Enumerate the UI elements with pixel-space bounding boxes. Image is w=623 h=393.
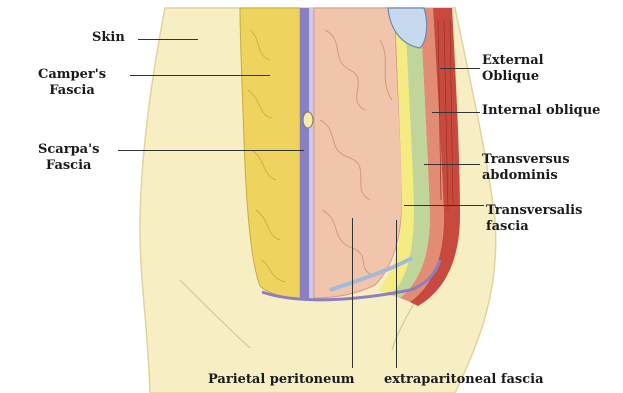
intestines — [314, 8, 402, 298]
skin-label: Skin — [92, 30, 125, 46]
internal-oblique-leader — [432, 112, 480, 113]
internal-oblique-label: Internal oblique — [482, 103, 600, 119]
scarpas-leader — [118, 150, 304, 151]
campers-leader — [130, 75, 270, 76]
extraperitoneal-leader — [396, 220, 397, 368]
extraperitoneal-fascia-label: extraparitoneal fascia — [384, 372, 544, 388]
transversalis-fascia-label: Transversalis fascia — [486, 203, 582, 235]
umbilicus — [303, 112, 313, 128]
parietal-peritoneum-label: Parietal peritoneum — [208, 372, 355, 388]
campers-fascia-label: Camper's Fascia — [38, 67, 106, 99]
skin-leader — [138, 39, 198, 40]
external-oblique-label: External Oblique — [482, 53, 544, 85]
transversus-abdominis-label: Transversus abdominis — [482, 152, 570, 184]
transversalis-leader — [404, 205, 484, 206]
external-oblique-leader — [440, 68, 480, 69]
scarpas-fascia-band — [300, 8, 309, 300]
scarpas-fascia-label: Scarpa's Fascia — [38, 142, 99, 174]
parietal-peritoneum-leader — [352, 218, 353, 368]
transversus-leader — [424, 164, 480, 165]
